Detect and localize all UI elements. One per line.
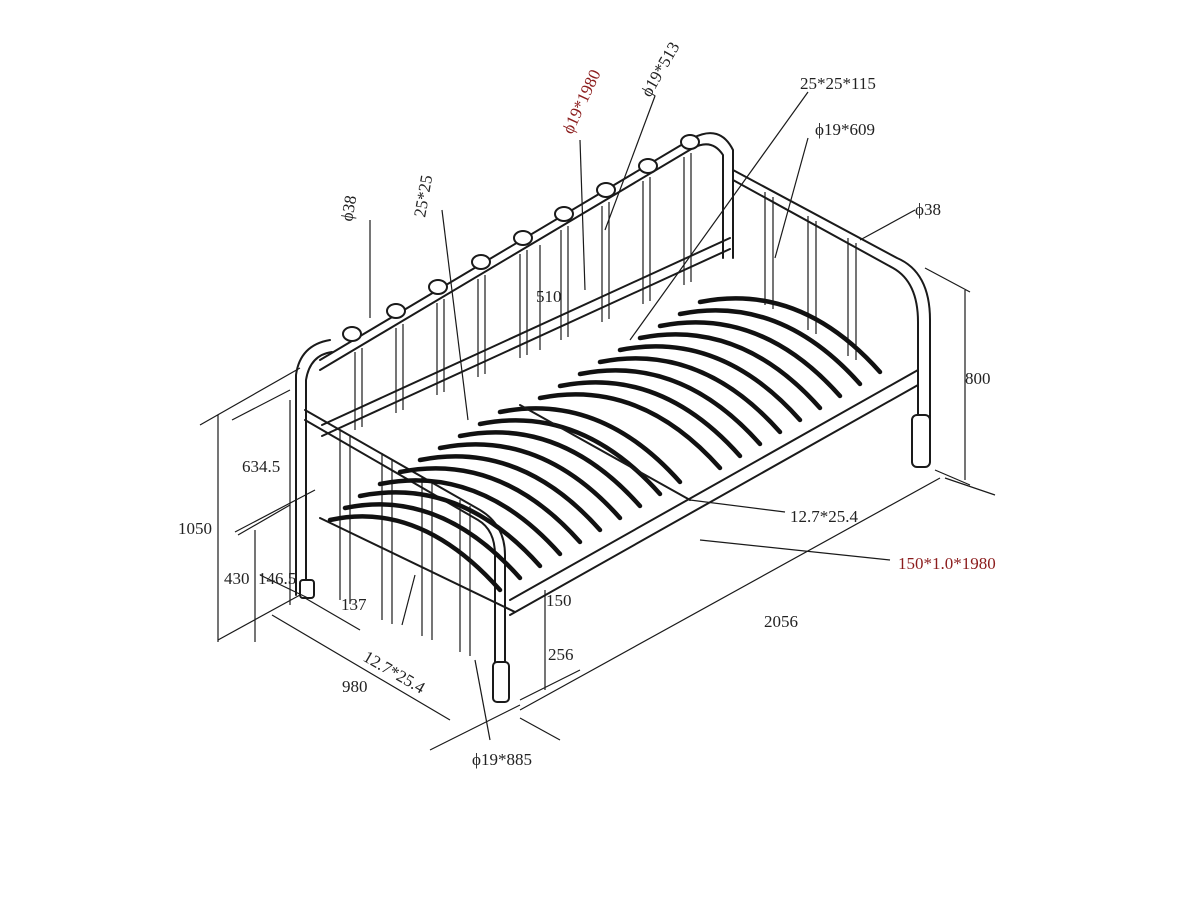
slats [327,296,883,593]
label-430: 430 [224,569,250,588]
dimension-labels: ϕ38 25*25 ϕ19*1980 ϕ19*513 25*25*115 ϕ19… [178,39,996,769]
label-slat-right: 12.7*25.4 [790,507,859,526]
label-dia38-right: ϕ38 [915,200,941,219]
label-dia19-609: ϕ19*609 [815,120,875,139]
back-rail [319,132,734,437]
label-25x25: 25*25 [410,174,436,219]
label-256: 256 [548,645,574,664]
label-146-5: 146.5 [258,569,296,588]
label-510: 510 [536,287,562,306]
label-800: 800 [965,369,991,388]
label-2056: 2056 [764,612,798,631]
dimension-lines [199,91,996,751]
label-dia19-885: ϕ19*885 [472,750,532,769]
label-dia38-left: ϕ38 [337,194,360,223]
label-634-5: 634.5 [242,457,280,476]
side-rail [319,369,919,616]
label-980: 980 [342,677,368,696]
label-25x25x115: 25*25*115 [800,74,876,93]
right-end-frame [732,169,931,468]
label-rail: 150*1.0*1980 [898,554,996,573]
label-150: 150 [546,591,572,610]
label-1050: 1050 [178,519,212,538]
label-dia19-513: ϕ19*513 [637,39,683,100]
label-137: 137 [341,595,367,614]
label-dia19-1980: ϕ19*1980 [558,67,604,137]
